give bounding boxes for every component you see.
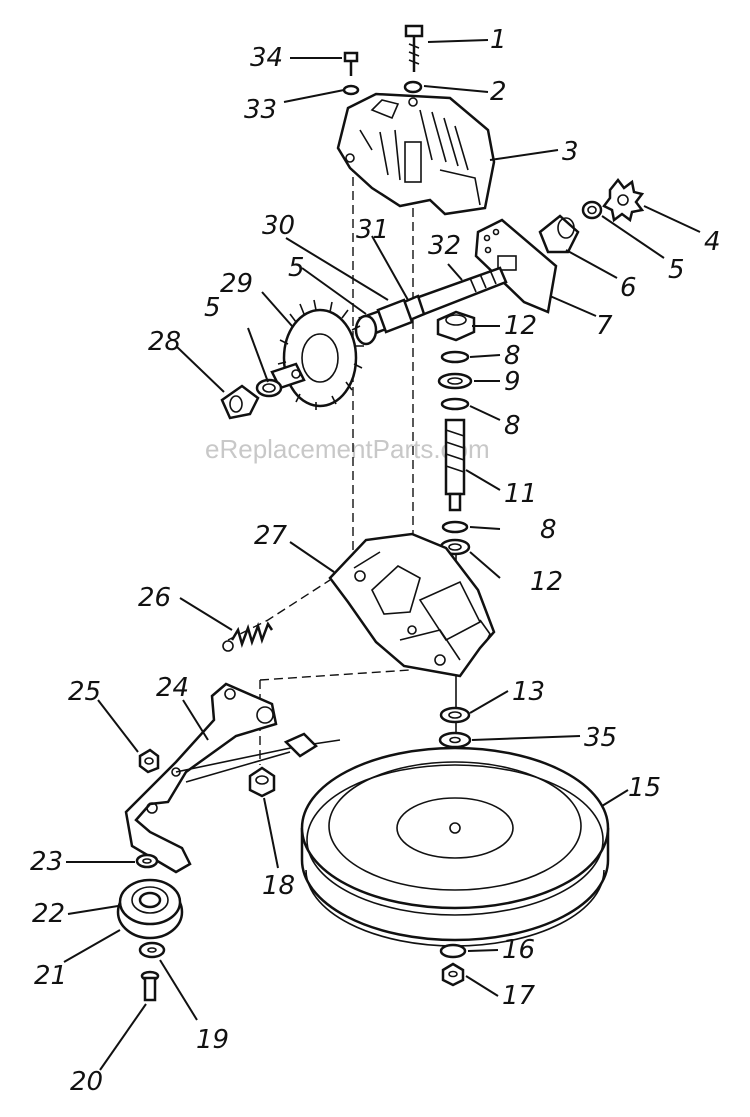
pinion-shaft-part-11: [444, 418, 466, 512]
callout-24: 24: [156, 673, 189, 703]
washer-part-23: [135, 853, 159, 869]
callout-17: 17: [502, 981, 536, 1011]
callout-8-middle: 8: [504, 411, 521, 441]
bearing-part-22: [138, 891, 162, 909]
washer-part-8-upper: [440, 350, 470, 364]
callout-33: 33: [244, 95, 277, 125]
callout-18: 18: [262, 871, 295, 901]
bearing-part-28: [220, 384, 260, 420]
washer-part-16: [439, 943, 467, 959]
bolt-part-20: [140, 970, 160, 1002]
idler-pulley-part-21: [116, 878, 184, 940]
callout-16: 16: [502, 935, 535, 965]
nut-part-18: [248, 766, 276, 798]
callout-26: 26: [138, 583, 171, 613]
leader-lines: [63, 39, 701, 1071]
washer-part-2: [403, 80, 423, 94]
callout-11: 11: [504, 479, 537, 509]
callout-35: 35: [584, 723, 617, 753]
callout-20: 20: [70, 1067, 103, 1097]
thrust-bearing-part-9: [437, 372, 473, 390]
callout-7: 7: [596, 311, 613, 341]
washer-part-8-middle: [440, 397, 470, 411]
callout-labels: 1 2 3 4 5 6 7 12 8 9 8 11 8 12 13 35 15 …: [30, 25, 721, 1097]
washer-part-35: [438, 731, 472, 749]
callout-8-lower: 8: [540, 515, 557, 545]
callout-3: 3: [562, 137, 579, 167]
bearing-part-6: [538, 214, 580, 254]
screw-part-34: [343, 51, 359, 76]
watermark-text: eReplacementParts.com: [205, 434, 490, 464]
callout-32: 32: [428, 231, 461, 261]
washer-part-8-lower: [441, 520, 469, 534]
callout-4: 4: [704, 227, 721, 257]
callout-21: 21: [34, 961, 67, 991]
cable-end: [175, 732, 341, 783]
callout-5-shaft: 5: [288, 253, 305, 283]
callout-1: 1: [490, 25, 507, 55]
callout-31: 31: [356, 215, 389, 245]
washer-part-19: [138, 941, 166, 959]
callout-12-upper: 12: [504, 311, 537, 341]
callout-27: 27: [254, 521, 288, 551]
callout-12-lower: 12: [530, 567, 563, 597]
callout-23: 23: [30, 847, 63, 877]
callout-29: 29: [220, 269, 253, 299]
washer-part-5-left: [255, 378, 283, 398]
washer-part-5-right: [581, 200, 603, 220]
callout-34: 34: [250, 43, 283, 73]
callout-28: 28: [148, 327, 181, 357]
lower-gear-housing-part-27: [328, 532, 496, 678]
callout-6: 6: [620, 273, 637, 303]
callout-9: 9: [504, 367, 521, 397]
nut-part-17: [441, 962, 465, 987]
drive-gear-part-4: [602, 177, 645, 223]
callout-8-upper: 8: [504, 341, 521, 371]
upper-gear-housing: [336, 92, 496, 216]
callout-5-left: 5: [204, 293, 221, 323]
spring-part-26: [222, 621, 274, 652]
callout-15: 15: [628, 773, 661, 803]
mounting-plate-part-7: [474, 218, 558, 314]
drive-pulley-part-15: [300, 746, 610, 947]
nut-part-25: [138, 748, 160, 774]
callout-13: 13: [512, 677, 545, 707]
callout-19: 19: [196, 1025, 229, 1055]
bolt-part-1: [404, 24, 424, 72]
idler-bracket-part-24: [124, 682, 278, 874]
bushing-part-12-upper: [436, 310, 476, 342]
washer-part-33: [342, 84, 360, 96]
callout-30: 30: [262, 211, 295, 241]
sleeve-part-30: [376, 298, 414, 334]
callout-22: 22: [32, 899, 65, 929]
worm-gear-part-29: [277, 299, 364, 410]
callout-2: 2: [490, 77, 507, 107]
callout-5-right: 5: [668, 255, 685, 285]
washer-part-5-shaft: [354, 314, 378, 346]
bearing-part-13: [439, 706, 471, 724]
callout-25: 25: [68, 677, 101, 707]
